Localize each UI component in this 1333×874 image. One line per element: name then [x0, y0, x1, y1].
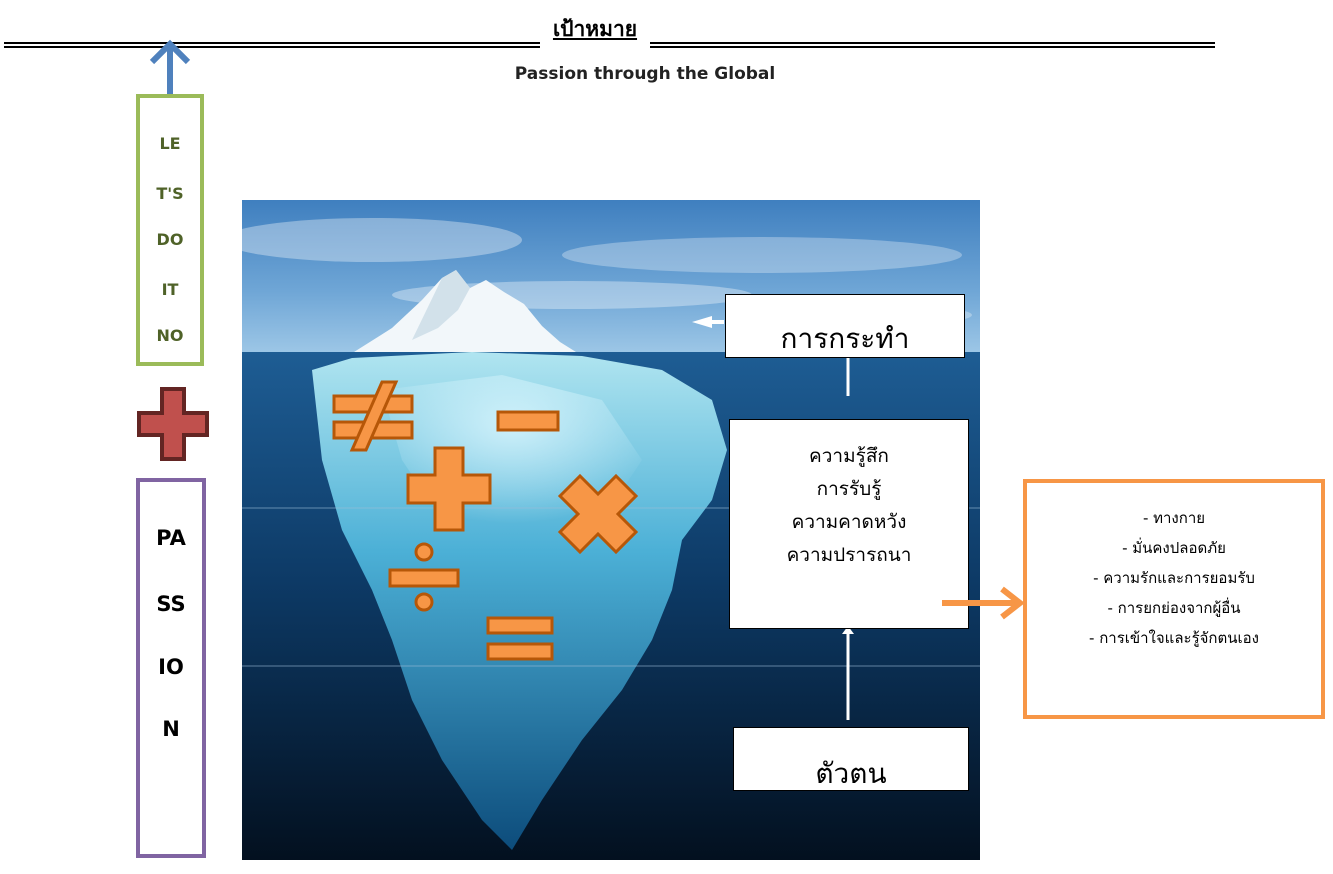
equals-icon: [486, 616, 554, 661]
needs-line: - ทางกาย: [1142, 509, 1206, 527]
plus-math-icon: [406, 446, 492, 532]
feelings-label-box: ความรู้สึก การรับรู้ ความคาดหวัง ความปรา…: [729, 419, 969, 629]
lets-do-line: LE: [159, 134, 181, 153]
passion-line: SS: [156, 592, 186, 616]
self-label: ตัวตน: [733, 727, 969, 791]
not-equal-icon: [332, 380, 414, 452]
divide-icon: [388, 542, 460, 612]
header-rule-right: [650, 42, 1215, 48]
header-rule-left: [4, 42, 540, 48]
page-title: เป้าหมาย: [552, 17, 638, 41]
up-arrow-icon: [149, 39, 191, 94]
feelings-line: ความคาดหวัง: [791, 511, 907, 533]
lets-do-it-now-box: LE T'S DO IT NO: [136, 94, 204, 366]
needs-line: - การยกย่องจากผู้อื่น: [1107, 599, 1241, 617]
needs-box: - ทางกาย - มั่นคงปลอดภัย - ความรักและการ…: [1023, 479, 1325, 719]
needs-line: - ความรักและการยอมรับ: [1093, 569, 1255, 587]
lets-do-line: IT: [161, 280, 179, 299]
action-label: การกระทำ: [725, 294, 965, 358]
multiply-icon: [557, 473, 639, 555]
feelings-line: ความปรารถนา: [786, 544, 912, 566]
lets-do-line: DO: [156, 230, 184, 249]
passion-line: N: [162, 717, 180, 741]
passion-box: PA SS IO N: [136, 478, 206, 858]
passion-line: IO: [158, 655, 184, 679]
page-subtitle: Passion through the Global: [514, 64, 776, 84]
needs-line: - มั่นคงปลอดภัย: [1122, 539, 1226, 557]
lets-do-line: NO: [156, 326, 184, 345]
feelings-line: ความรู้สึก: [809, 445, 889, 467]
lets-do-line: T'S: [156, 184, 184, 203]
needs-line: - การเข้าใจและรู้จักตนเอง: [1089, 629, 1259, 647]
plus-icon: [137, 387, 209, 461]
minus-icon: [496, 410, 560, 432]
passion-line: PA: [156, 526, 186, 550]
header: เป้าหมาย: [0, 8, 1333, 48]
right-arrow-icon: [942, 586, 1025, 620]
feelings-line: การรับรู้: [816, 478, 882, 500]
